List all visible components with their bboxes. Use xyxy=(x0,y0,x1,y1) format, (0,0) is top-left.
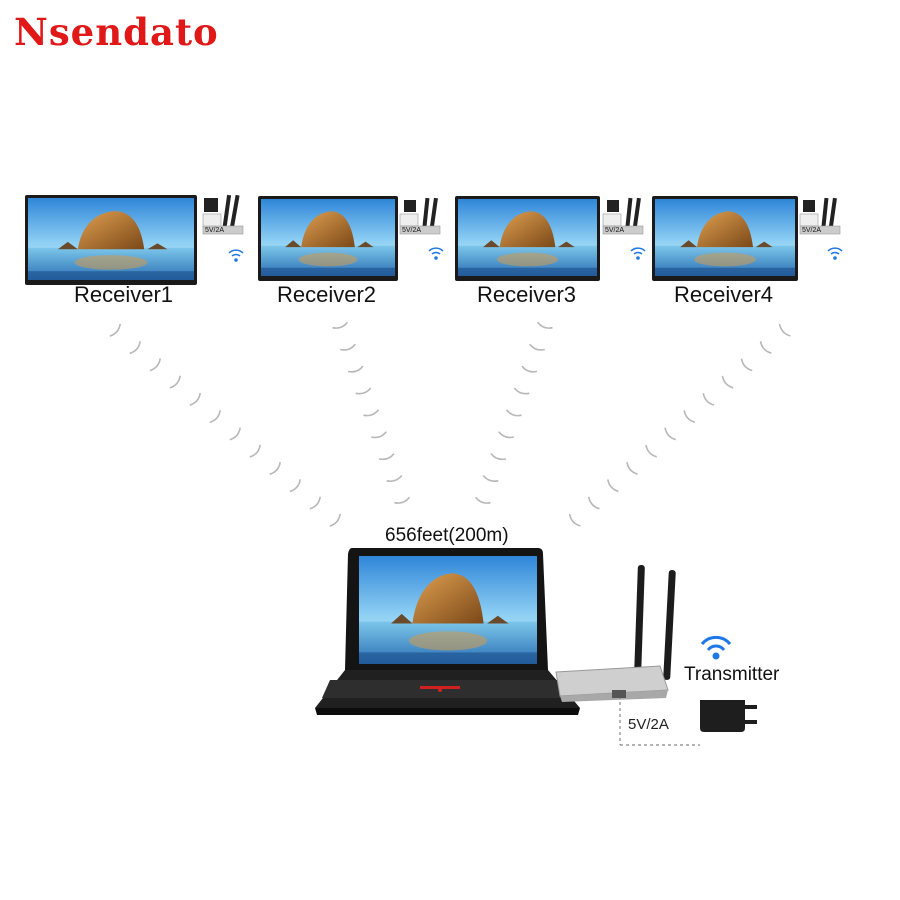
receiver-4-power-label: 5V/2A xyxy=(802,227,821,234)
signal-arc xyxy=(371,431,387,439)
receiver-4-label: Receiver4 xyxy=(674,282,774,307)
receiver-2-power-label: 5V/2A xyxy=(402,227,421,234)
signal-arc xyxy=(149,358,161,372)
antenna-icon xyxy=(222,194,232,228)
wifi-icon xyxy=(700,635,732,660)
antenna-icon xyxy=(625,197,633,229)
signal-arc xyxy=(332,321,349,329)
signal-arc xyxy=(521,365,538,373)
receiver-3-label: Receiver3 xyxy=(477,282,577,307)
signal-arc xyxy=(249,444,261,458)
wifi-icon xyxy=(228,249,244,262)
antenna-icon xyxy=(422,197,430,229)
transmitter-power-label: 5V/2A xyxy=(628,716,669,733)
signal-arc xyxy=(355,387,372,395)
antenna-icon xyxy=(821,197,829,229)
receiver-1-power-label: 5V/2A xyxy=(205,227,224,234)
receiver-1-label: Receiver1 xyxy=(74,282,174,307)
signal-arc xyxy=(309,496,321,510)
signal-arc xyxy=(490,453,507,461)
signal-arc xyxy=(536,321,553,329)
signal-arc xyxy=(109,323,121,337)
signal-arc xyxy=(645,444,657,458)
tv-icon xyxy=(652,196,798,281)
power-adapter-icon xyxy=(404,200,416,212)
signal-arc xyxy=(607,479,619,493)
signal-arc xyxy=(702,393,715,406)
power-adapter-icon xyxy=(700,700,745,732)
signal-arc xyxy=(386,474,403,483)
wifi-icon xyxy=(827,247,843,260)
power-adapter-icon xyxy=(803,200,815,212)
tv-icon xyxy=(258,196,398,281)
receiver-2-label: Receiver2 xyxy=(277,282,377,307)
signal-arc xyxy=(329,513,341,527)
wifi-icon xyxy=(428,247,444,260)
signal-arc xyxy=(587,496,600,510)
signal-arc xyxy=(474,496,491,504)
signal-arc xyxy=(683,410,696,424)
power-adapter-icon xyxy=(607,200,619,212)
signal-arc xyxy=(289,479,301,493)
signal-arc xyxy=(759,341,772,354)
brand-logo: Nsendato xyxy=(14,10,219,54)
signal-arc xyxy=(498,431,514,439)
power-adapter-icon xyxy=(204,198,218,212)
signal-arc xyxy=(340,343,356,351)
signal-arc xyxy=(778,323,791,337)
signal-arc xyxy=(505,409,522,417)
signal-arc xyxy=(482,474,499,483)
distance-label: 656feet(200m) xyxy=(385,525,509,546)
tv-icon xyxy=(25,195,197,285)
signal-arc xyxy=(189,392,201,406)
signal-arc xyxy=(363,409,380,417)
wifi-icon xyxy=(630,247,646,260)
signal-arc xyxy=(568,513,581,527)
signal-arc xyxy=(664,427,677,441)
signal-arc xyxy=(529,343,545,351)
signal-arc xyxy=(513,387,530,395)
signal-arc xyxy=(269,461,281,475)
signal-arc xyxy=(721,375,734,389)
signal-arc xyxy=(378,453,395,461)
signal-arc xyxy=(394,496,411,504)
antenna-icon xyxy=(634,564,645,675)
signal-arc xyxy=(626,462,638,475)
transmitter-label: Transmitter xyxy=(684,664,780,685)
signal-arc xyxy=(209,410,221,424)
signal-arc xyxy=(129,341,141,355)
signal-arc xyxy=(740,358,753,372)
tv-icon xyxy=(455,196,600,281)
signal-arc xyxy=(169,375,181,389)
signal-arc xyxy=(347,365,364,373)
receiver-3-power-label: 5V/2A xyxy=(605,227,624,234)
signal-arc xyxy=(229,427,241,441)
